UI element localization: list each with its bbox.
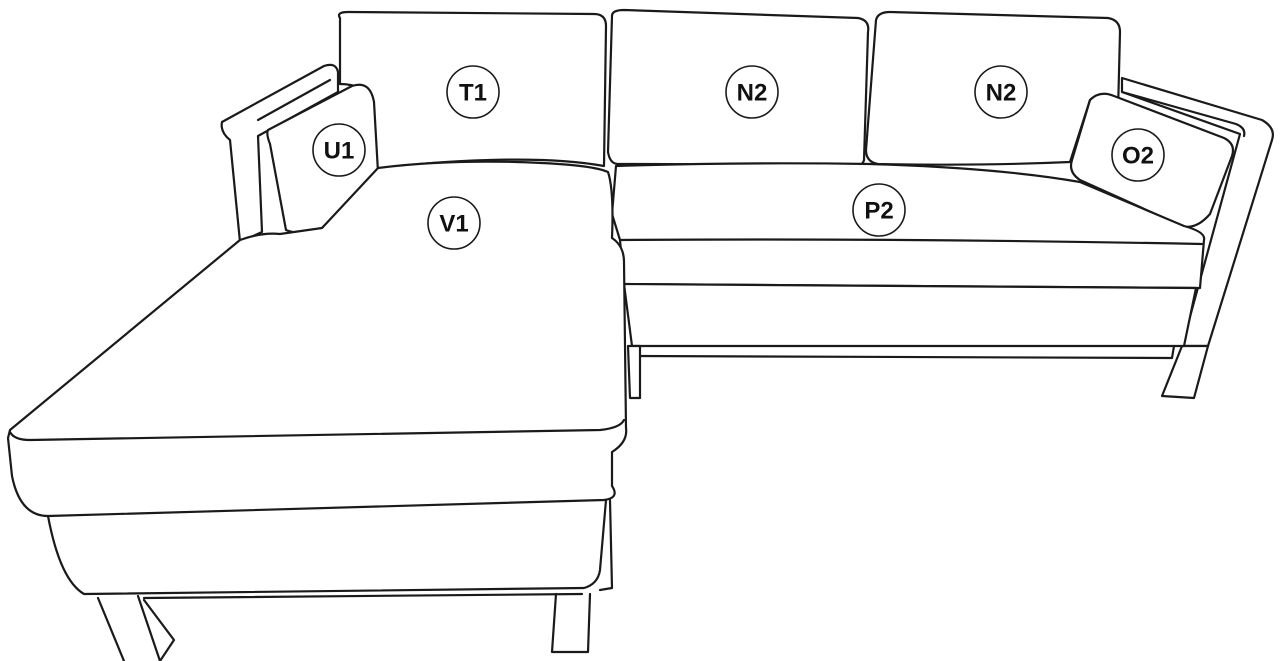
svg-text:T1: T1 — [459, 80, 487, 107]
svg-text:N2: N2 — [986, 80, 1017, 107]
tag-o2: O2 — [1111, 128, 1165, 182]
tag-p2: P2 — [852, 183, 906, 237]
tag-n2-middle: N2 — [725, 65, 779, 119]
svg-text:P2: P2 — [864, 198, 893, 225]
svg-text:O2: O2 — [1122, 143, 1154, 170]
left-armrest — [220, 63, 340, 244]
svg-text:V1: V1 — [439, 211, 468, 238]
chaise-v1 — [6, 160, 628, 661]
tag-v1: V1 — [427, 196, 481, 250]
right-seat — [610, 162, 1206, 400]
tag-n2-right: N2 — [974, 65, 1028, 119]
tag-u1: U1 — [312, 123, 366, 177]
svg-text:N2: N2 — [737, 80, 768, 107]
right-armrest — [1120, 76, 1274, 400]
svg-text:U1: U1 — [324, 138, 355, 165]
tag-t1: T1 — [446, 65, 500, 119]
